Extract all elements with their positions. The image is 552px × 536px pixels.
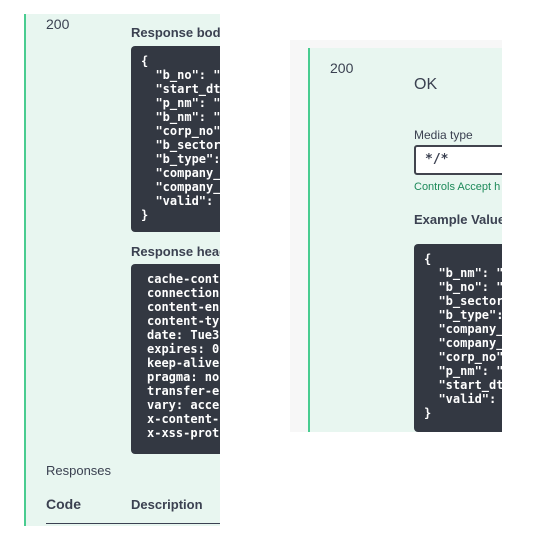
code-line: transfer-e [147,384,220,398]
code-line: content-ty [147,314,220,328]
response-description: OK [414,76,438,93]
code-line: connection [147,286,220,300]
code-column-header: Code [46,496,81,512]
code-line: "p_nm": " [424,364,502,378]
code-line: "b_nm": " [424,266,502,280]
example-value-code-block[interactable]: { "b_nm": " "b_no": " "b_sector "b_type"… [414,244,502,432]
responses-label: Responses [46,463,112,478]
code-line: "start_dt [424,378,502,392]
table-header-divider [46,523,220,524]
status-code: 200 [46,16,70,32]
code-line: { [141,54,149,68]
status-code: 200 [330,60,354,76]
response-body-code-block[interactable]: { "b_no": " "start_dt "p_nm": " "b_nm": … [131,46,220,232]
code-line: vary: acce [147,398,220,412]
code-line: { [424,252,432,266]
code-line: "b_no": " [424,280,502,294]
response-headers-label: Response heade [131,244,220,259]
code-line: "corp_no" [424,350,502,364]
code-line: x-content- [147,412,220,426]
code-line: "corp_no" [141,124,220,138]
code-line: "company_ [141,180,220,194]
description-column-header: Description [131,497,203,512]
code-line: "p_nm": " [141,96,220,110]
code-line: "b_type": [424,308,502,322]
code-line: date: Tue3 [147,328,220,342]
code-line: "valid": [141,194,214,208]
example-value-tab[interactable]: Example Value [414,212,502,227]
code-line: "company_ [424,336,502,350]
example-value-label: Example Value [414,212,502,227]
code-line: "start_dt [141,82,220,96]
code-line: "b_sector [424,294,502,308]
code-line: cache-cont [147,272,220,286]
response-row: 200 OK Media type */* Controls Accept h … [308,48,502,432]
code-line: "b_sector [141,138,220,152]
response-body-label: Response body [131,25,220,40]
right-response-panel: 200 OK Media type */* Controls Accept h … [290,40,502,432]
code-line: "b_type": [141,152,220,166]
code-line: content-en [147,300,220,314]
code-line: pragma: no [147,370,220,384]
code-line: expires: 0 [147,342,220,356]
controls-accept-text: Controls Accept h [414,181,501,193]
media-type-value: */* [425,152,449,167]
code-line: } [424,406,432,420]
left-response-panel: 200 Response body { "b_no": " "start_dt … [24,14,220,526]
code-line: keep-alive [147,356,220,370]
code-line: x-xss-prot [147,426,220,440]
media-type-select[interactable]: */* [414,145,502,175]
code-line: "company_ [424,322,502,336]
media-type-label: Media type [414,128,473,142]
code-line: "valid": [424,392,497,406]
code-line: "company_ [141,166,220,180]
code-line: } [141,208,149,222]
code-line: "b_no": " [141,68,220,82]
code-line: "b_nm": " [141,110,220,124]
